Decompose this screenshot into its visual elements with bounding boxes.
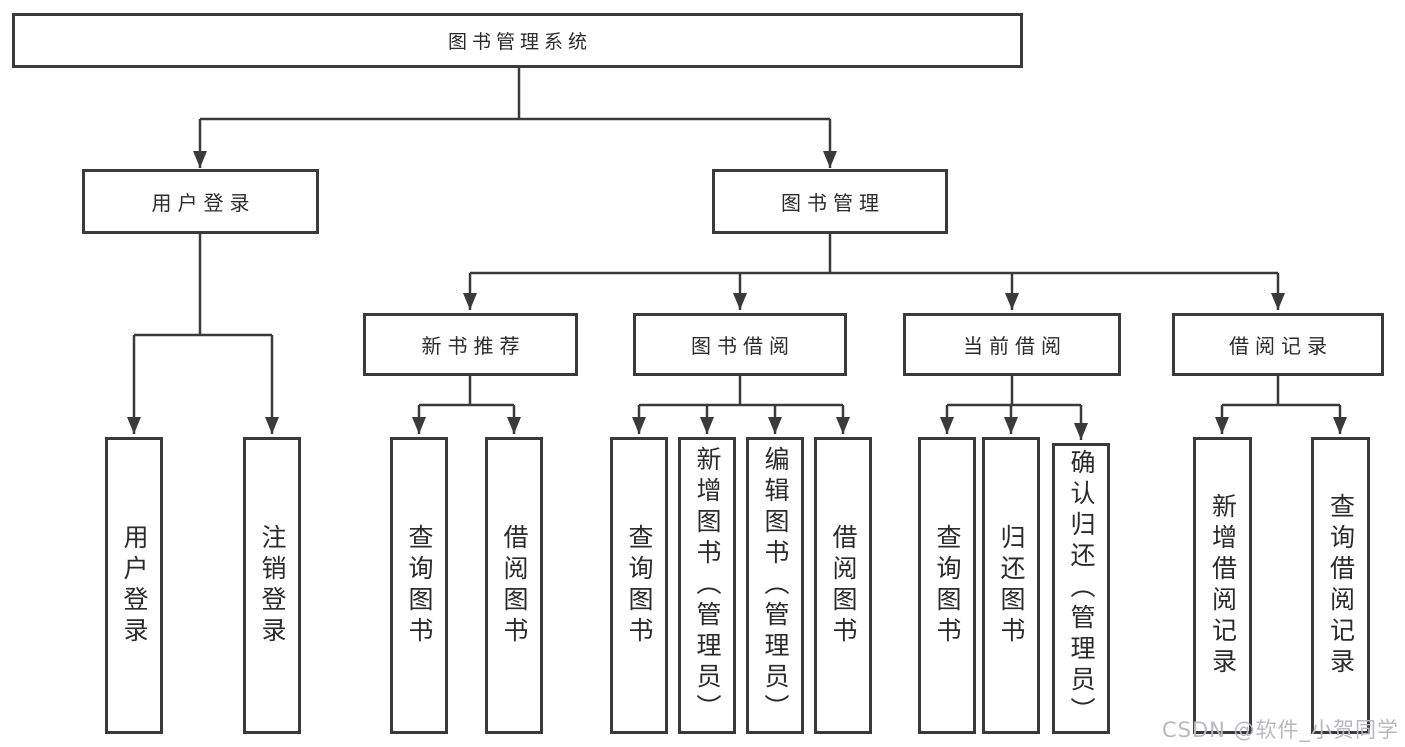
- node-label: 借阅图书: [829, 523, 858, 648]
- leaf-borrow-books-recommend: 借阅图书: [485, 437, 543, 734]
- node-new-book-recommendation: 新书推荐: [363, 313, 578, 376]
- leaf-add-borrow-record: 新增借阅记录: [1193, 437, 1252, 734]
- leaf-edit-books-admin: 编辑图书（管理员）: [746, 437, 804, 734]
- node-label: 查询借阅记录: [1326, 492, 1356, 679]
- leaf-logout: 注销登录: [243, 437, 301, 734]
- csdn-watermark: CSDN @软件_小贺同学: [1161, 718, 1399, 742]
- node-library-system: 图书管理系统: [12, 13, 1023, 68]
- leaf-borrow-books: 借阅图书: [814, 437, 872, 734]
- node-label: 图书管理: [781, 191, 885, 215]
- node-label: 用户登录: [151, 191, 256, 215]
- leaf-confirm-return-admin: 确认归还（管理员）: [1052, 443, 1110, 734]
- node-label: 当前借阅: [963, 334, 1067, 358]
- leaf-add-books-admin: 新增图书（管理员）: [678, 437, 736, 734]
- node-label: 新增借阅记录: [1208, 492, 1238, 679]
- node-label: 借阅图书: [500, 523, 529, 648]
- node-label: 图书借阅: [691, 334, 795, 358]
- node-label: 编辑图书（管理员）: [761, 446, 790, 725]
- leaf-query-books-recommend: 查询图书: [390, 437, 448, 734]
- node-book-borrowing: 图书借阅: [633, 313, 847, 376]
- leaf-query-books-borrow: 查询图书: [610, 437, 668, 734]
- node-label: 查询图书: [405, 523, 434, 648]
- node-label: 新书推荐: [421, 334, 526, 358]
- node-current-borrowing: 当前借阅: [903, 313, 1121, 376]
- node-label: 确认归还（管理员）: [1067, 449, 1096, 728]
- leaf-user-login: 用户登录: [105, 437, 163, 734]
- node-label: 查询图书: [933, 523, 962, 648]
- node-label: 归还图书: [997, 523, 1026, 648]
- leaf-query-books-current: 查询图书: [918, 437, 976, 734]
- node-label: 图书管理系统: [447, 31, 592, 53]
- leaf-query-borrow-record: 查询借阅记录: [1311, 437, 1370, 734]
- node-label: 新增图书（管理员）: [693, 446, 722, 725]
- node-borrowing-records: 借阅记录: [1172, 313, 1384, 376]
- node-label: 借阅记录: [1229, 334, 1333, 358]
- node-book-management: 图书管理: [712, 169, 948, 234]
- leaf-return-books: 归还图书: [982, 437, 1040, 734]
- node-label: 用户登录: [120, 523, 149, 648]
- node-user-login: 用户登录: [82, 169, 319, 234]
- node-label: 注销登录: [258, 523, 287, 648]
- node-label: 查询图书: [625, 523, 654, 648]
